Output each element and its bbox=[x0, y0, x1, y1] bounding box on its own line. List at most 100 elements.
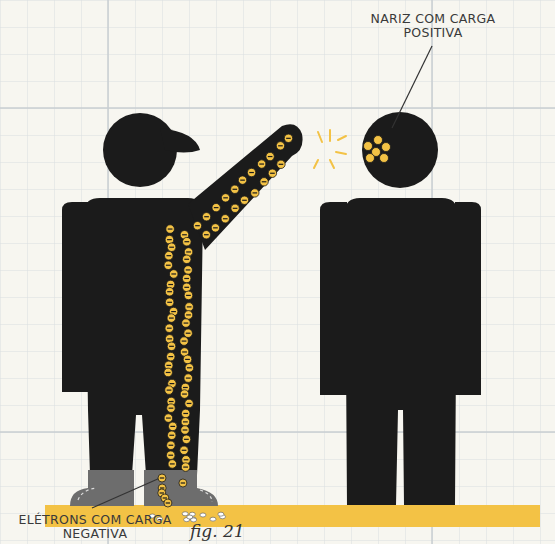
electron bbox=[181, 426, 190, 435]
electron bbox=[168, 460, 177, 469]
minus-sign bbox=[168, 284, 173, 285]
minus-sign bbox=[183, 413, 188, 414]
electron bbox=[167, 243, 176, 252]
electron bbox=[165, 251, 174, 260]
leader-line bbox=[92, 478, 160, 508]
electron bbox=[260, 178, 268, 186]
minus-sign bbox=[187, 367, 192, 368]
minus-sign bbox=[160, 487, 164, 488]
minus-sign bbox=[160, 477, 164, 478]
electron bbox=[284, 134, 292, 142]
minus-sign bbox=[184, 278, 189, 279]
minus-sign bbox=[166, 365, 171, 366]
minus-sign bbox=[166, 265, 171, 266]
electron bbox=[182, 283, 191, 292]
minus-sign bbox=[286, 138, 291, 139]
minus-sign bbox=[184, 322, 189, 323]
electron bbox=[184, 266, 193, 275]
minus-sign bbox=[182, 450, 187, 451]
minus-sign bbox=[270, 173, 275, 174]
electron bbox=[182, 512, 188, 516]
electron bbox=[181, 463, 190, 472]
electron bbox=[277, 160, 285, 168]
minus-sign bbox=[253, 192, 258, 193]
electron bbox=[179, 479, 187, 487]
electron bbox=[167, 404, 176, 413]
electron bbox=[238, 176, 246, 184]
left-figure bbox=[62, 113, 303, 475]
electron bbox=[268, 169, 276, 177]
electron bbox=[165, 298, 174, 307]
electron bbox=[182, 274, 191, 283]
minus-sign bbox=[169, 317, 174, 318]
minus-sign bbox=[259, 163, 264, 164]
callout-label: NARIZ COM CARGA POSITIVA bbox=[358, 12, 508, 40]
electron bbox=[182, 435, 191, 444]
minus-sign bbox=[214, 207, 219, 208]
electron bbox=[251, 189, 259, 197]
minus-sign bbox=[183, 429, 188, 430]
electron bbox=[167, 441, 176, 450]
electron bbox=[185, 303, 194, 312]
right-figure bbox=[320, 112, 481, 505]
minus-sign bbox=[169, 401, 174, 402]
callout-label: ELÉTRONS COM CARGA NEGATIVA bbox=[10, 513, 180, 541]
minus-sign bbox=[167, 291, 172, 292]
minus-sign bbox=[169, 445, 174, 446]
electron bbox=[167, 431, 176, 440]
minus-sign bbox=[160, 492, 164, 493]
electron bbox=[218, 512, 224, 516]
grid-major-line bbox=[0, 107, 555, 109]
electron bbox=[247, 168, 255, 176]
spark bbox=[314, 130, 346, 168]
electron bbox=[166, 225, 175, 234]
electron bbox=[184, 329, 193, 338]
minus-sign bbox=[184, 241, 189, 242]
electron bbox=[184, 291, 193, 300]
positive-charge bbox=[366, 154, 375, 163]
electron bbox=[180, 337, 189, 346]
electron bbox=[182, 319, 191, 328]
minus-sign bbox=[240, 180, 245, 181]
charges bbox=[149, 134, 390, 522]
minus-sign bbox=[249, 172, 254, 173]
minus-sign bbox=[166, 417, 171, 418]
minus-sign bbox=[169, 346, 174, 347]
minus-sign bbox=[184, 459, 189, 460]
minus-sign bbox=[167, 328, 172, 329]
minus-sign bbox=[184, 259, 189, 260]
minus-sign bbox=[166, 502, 170, 503]
electron bbox=[164, 261, 173, 270]
electron bbox=[193, 221, 201, 229]
electron bbox=[158, 474, 166, 482]
minus-sign bbox=[167, 302, 172, 303]
minus-sign bbox=[167, 338, 172, 339]
minus-sign bbox=[182, 234, 187, 235]
electron bbox=[185, 399, 194, 408]
minus-sign bbox=[242, 200, 247, 201]
minus-sign bbox=[182, 393, 187, 394]
minus-sign bbox=[204, 216, 209, 217]
minus-sign bbox=[186, 333, 191, 334]
electron bbox=[266, 152, 274, 160]
electron bbox=[165, 287, 174, 296]
electron bbox=[166, 352, 175, 361]
minus-sign bbox=[169, 408, 174, 409]
minus-sign bbox=[233, 208, 238, 209]
electron bbox=[240, 196, 248, 204]
electron bbox=[183, 237, 192, 246]
minus-sign bbox=[169, 435, 174, 436]
electron bbox=[184, 374, 193, 383]
minus-sign bbox=[186, 314, 191, 315]
electron bbox=[180, 446, 189, 455]
shoes bbox=[70, 470, 218, 506]
electron bbox=[231, 185, 239, 193]
positive-charge bbox=[374, 136, 383, 145]
minus-sign bbox=[187, 403, 192, 404]
electron bbox=[169, 270, 178, 279]
electron bbox=[181, 418, 190, 427]
electron bbox=[180, 390, 189, 399]
electron bbox=[212, 203, 220, 211]
minus-sign bbox=[182, 340, 187, 341]
electron bbox=[182, 255, 191, 264]
